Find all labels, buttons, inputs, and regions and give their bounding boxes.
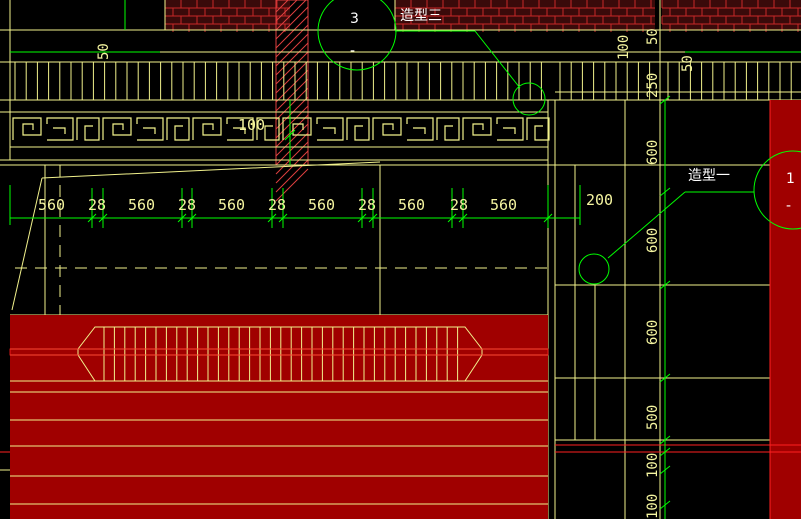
- dim-tick: [278, 213, 288, 223]
- hatch-stroke: [275, 69, 309, 103]
- dim-28-5: 28: [450, 196, 468, 214]
- meander-unit: [462, 117, 550, 141]
- dim-tick: [187, 213, 197, 223]
- hatch-stroke: [275, 105, 309, 139]
- dim-tick: [357, 213, 367, 223]
- dim-560-2: 560: [128, 196, 155, 214]
- vdim-tick: [659, 95, 671, 105]
- hatch-stroke: [275, 0, 289, 13]
- vertical-dimension-texts: 250 600 600 600 500 100 100 50 100 50 50: [96, 28, 696, 519]
- red-panel-block: [9, 315, 549, 519]
- dim-100-mid: 100: [238, 116, 265, 134]
- dim-560-6: 560: [490, 196, 517, 214]
- vdim-tick: [659, 465, 671, 475]
- horizontal-dimension-texts: 560 28 560 28 560 28 560 28 560 28 560 2…: [38, 116, 613, 214]
- dim-tick: [98, 213, 108, 223]
- dim-28-1: 28: [88, 196, 106, 214]
- hatch-stroke: [275, 6, 309, 40]
- top-dim-50-left: 50: [96, 43, 112, 60]
- dim-560-4: 560: [308, 196, 335, 214]
- dim-tick: [177, 213, 187, 223]
- dim-tick: [267, 213, 277, 223]
- meander-unit: [102, 117, 190, 141]
- meander-unit: [282, 117, 370, 141]
- ornament-octagon: [77, 326, 483, 382]
- vdim-tick: [659, 187, 671, 197]
- vdim-100-1: 100: [645, 453, 661, 478]
- vdim-600-2: 600: [645, 228, 661, 253]
- callout-1-number: 1: [786, 171, 795, 187]
- dim-28-3: 28: [268, 196, 286, 214]
- hatch-stroke: [275, 0, 307, 31]
- vdim-tick: [659, 500, 671, 510]
- hatch-stroke: [275, 96, 309, 130]
- vdim-tick: [659, 435, 671, 445]
- dim-28-2: 28: [178, 196, 196, 214]
- vdim-600-1: 600: [645, 140, 661, 165]
- batten-band: [14, 62, 792, 100]
- meander-unit: [12, 117, 100, 141]
- dim-560-1: 560: [38, 196, 65, 214]
- callout-1-dash: -: [786, 198, 791, 214]
- callout-1: 1 - 造型一: [578, 150, 801, 285]
- vdim-500: 500: [645, 405, 661, 430]
- vdim-tick: [659, 280, 671, 290]
- dimension-lines: [9, 0, 801, 519]
- dim-560-5: 560: [398, 196, 425, 214]
- hatch-stroke: [275, 60, 309, 94]
- hatch-stroke: [275, 15, 309, 49]
- dim-tick: [543, 213, 553, 223]
- meander-unit: [372, 117, 460, 141]
- callout-3-label: 造型三: [400, 8, 442, 24]
- top-dim-100-right: 100: [616, 35, 632, 60]
- vdim-250: 250: [645, 73, 661, 98]
- vdim-tick: [659, 447, 671, 457]
- callout-3-dash: -: [350, 43, 355, 59]
- hatch-stroke: [275, 150, 309, 184]
- dim-tick: [458, 213, 468, 223]
- dim-tick: [87, 213, 97, 223]
- vdim-tick: [659, 373, 671, 383]
- vdim-600-3: 600: [645, 320, 661, 345]
- dim-560-3: 560: [218, 196, 245, 214]
- vdim-100-2: 100: [645, 494, 661, 519]
- hatch-stroke: [275, 78, 309, 112]
- meander-unit: [192, 117, 280, 141]
- greek-key-frieze: [9, 111, 550, 148]
- dim-200: 200: [586, 191, 613, 209]
- brick-wall-top: [164, 0, 801, 32]
- hatch-stroke: [275, 51, 309, 85]
- dim-28-4: 28: [358, 196, 376, 214]
- dim-tick: [368, 213, 378, 223]
- dim-tick: [447, 213, 457, 223]
- callout-1-label: 造型一: [688, 168, 730, 184]
- top-dim-50-right-b: 50: [680, 55, 696, 72]
- hatch-stroke: [275, 114, 309, 148]
- hatch-stroke: [275, 0, 298, 22]
- hatch-stroke: [275, 168, 309, 202]
- callout-3: 3 - 造型三: [317, 0, 546, 116]
- right-red-bands: [555, 100, 801, 519]
- callout-3-number: 3: [350, 11, 359, 27]
- hatch-stroke: [275, 33, 309, 67]
- hatch-stroke: [275, 42, 309, 76]
- hatch-stroke: [275, 87, 309, 121]
- top-dim-50-right-a: 50: [645, 28, 661, 45]
